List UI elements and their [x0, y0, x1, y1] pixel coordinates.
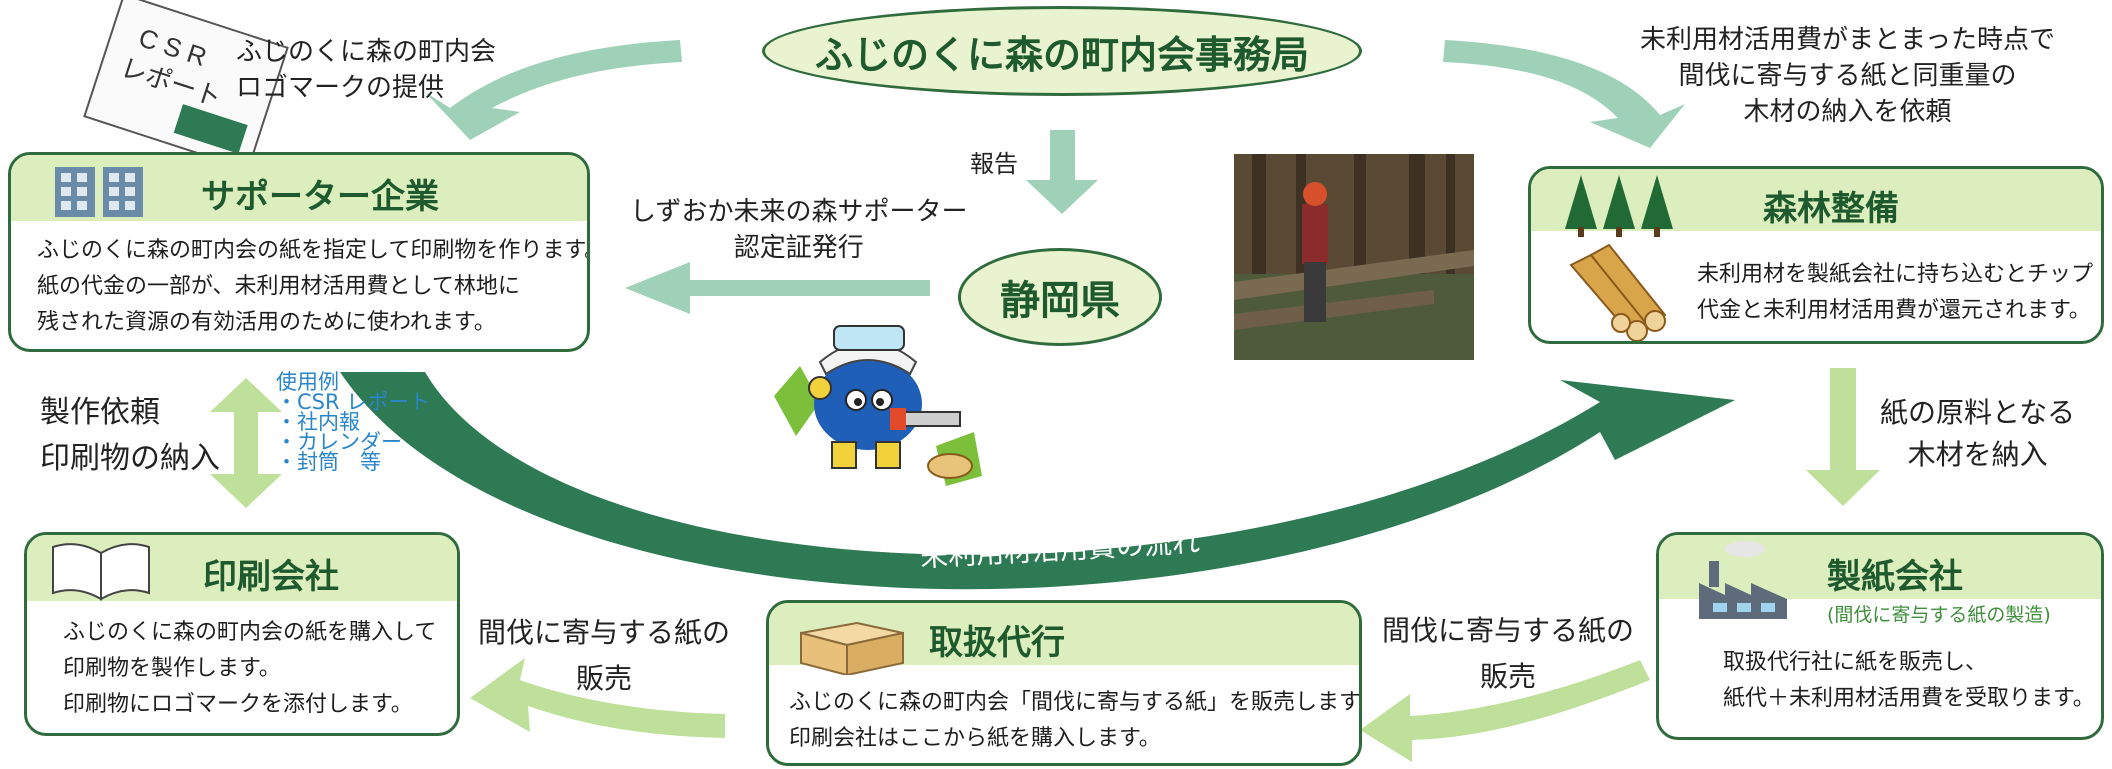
supporter-line: 残された資源の有効活用のために使われます。 — [37, 310, 496, 335]
agent-line: ふじのくに森の町内会「間伐に寄与する紙」を販売します。 — [789, 690, 1362, 715]
csr-logo-mark — [173, 104, 248, 154]
paper-mill-box: 製紙会社 (間伐に寄与する紙の製造) 取扱代行社に紙を販売し、 紙代＋未利用材活… — [1656, 532, 2104, 740]
request-line2: 間伐に寄与する紙と同重量の — [1678, 61, 2017, 91]
printer-box: 印刷会社 ふじのくに森の町内会の紙を購入して 印刷物を製作します。 印刷物にロゴ… — [24, 532, 460, 736]
supporter-box: サポーター企業 ふじのくに森の町内会の紙を指定して印刷物を作ります。 紙の代金の… — [8, 152, 590, 352]
flow-arc — [340, 372, 1735, 590]
arrow-report — [1026, 130, 1098, 214]
sale2-line1: 間伐に寄与する紙の — [1382, 614, 1635, 647]
csr-caption: ふじのくに森の町内会 ロゴマークの提供 — [236, 34, 496, 106]
sale-label-printer: 間伐に寄与する紙の 販売 — [478, 610, 730, 702]
logs-icon — [1569, 243, 1667, 341]
agent-text: ふじのくに森の町内会「間伐に寄与する紙」を販売します。 印刷会社はここから紙を購… — [789, 685, 1362, 757]
printer-text: ふじのくに森の町内会の紙を購入して 印刷物を製作します。 印刷物にロゴマークを添… — [63, 615, 436, 723]
usage-item: ・CSR レポート — [276, 390, 431, 414]
csr-caption-line2: ロゴマークの提供 — [236, 73, 445, 103]
agent-line: 印刷会社はここから紙を購入します。 — [789, 726, 1161, 751]
printer-line: 印刷物を製作します。 — [63, 656, 281, 681]
mascot-illustration — [774, 325, 982, 486]
usage-item: ・封筒 等 — [276, 450, 381, 474]
paper-mill-line: 紙代＋未利用材活用費を受取ります。 — [1723, 686, 2095, 711]
arrow-sale-agent — [1360, 660, 1650, 762]
supporter-text: ふじのくに森の町内会の紙を指定して印刷物を作ります。 紙の代金の一部が、未利用材… — [37, 233, 590, 341]
book-icon — [52, 543, 150, 601]
sale1-line2: 販売 — [576, 662, 633, 695]
prefecture-ellipse: 静岡県 — [958, 248, 1162, 346]
arrow-office-to-forest — [1443, 40, 1685, 148]
sale2-line2: 販売 — [1480, 660, 1537, 693]
report-label: 報告 — [970, 150, 1018, 178]
paper-mill-line: 取扱代行社に紙を販売し、 — [1723, 650, 1988, 675]
box-icon — [800, 621, 904, 675]
forest-photo — [1234, 154, 1474, 360]
raw-material-label: 紙の原料となる 木材を納入 — [1880, 392, 2075, 476]
order-line1: 製作依頼 — [40, 395, 160, 430]
paper-mill-text: 取扱代行社に紙を販売し、 紙代＋未利用材活用費を受取ります。 — [1723, 645, 2095, 717]
sale-label-agent: 間伐に寄与する紙の 販売 — [1382, 608, 1634, 700]
agent-box: 取扱代行 ふじのくに森の町内会「間伐に寄与する紙」を販売します。 印刷会社はここ… — [766, 600, 1362, 766]
arrow-office-to-supporter — [425, 40, 682, 140]
order-line2: 印刷物の納入 — [40, 441, 220, 476]
building-icon — [55, 167, 143, 217]
supporter-title: サポーター企業 — [201, 177, 439, 217]
arrow-sale-printer — [470, 658, 725, 738]
office-title: ふじのくに森の町内会事務局 — [814, 32, 1309, 77]
paper-mill-title: 製紙会社 — [1827, 557, 1963, 597]
raw-line1: 紙の原料となる — [1880, 396, 2076, 429]
supporter-line: 紙の代金の一部が、未利用材活用費として林地に — [37, 274, 520, 299]
request-line1: 未利用材活用費がまとまった時点で — [1640, 25, 2055, 55]
forest-line: 未利用材を製紙会社に持ち込むとチップ — [1697, 262, 2094, 287]
forest-line: 代金と未利用材活用費が還元されます。 — [1697, 298, 2091, 323]
request-label: 未利用材活用費がまとまった時点で 間伐に寄与する紙と同重量の 木材の納入を依頼 — [1640, 22, 2055, 130]
usage-heading: 使用例 — [276, 370, 339, 394]
usage-item: ・社内報 — [276, 410, 360, 434]
printer-line: ふじのくに森の町内会の紙を購入して — [63, 620, 437, 645]
order-label: 製作依頼 印刷物の納入 — [40, 390, 220, 482]
prefecture-title: 静岡県 — [1000, 278, 1120, 324]
cert-line2: 認定証発行 — [733, 233, 864, 263]
paper-mill-subtitle: (間伐に寄与する紙の製造) — [1827, 604, 2051, 626]
trees-icon — [1565, 175, 1673, 237]
arrow-raw-material — [1806, 368, 1880, 506]
cert-line1: しずおか未来の森サポーター — [630, 197, 968, 227]
raw-line2: 木材を納入 — [1907, 438, 2048, 471]
forest-box: 森林整備 未利用材を製紙会社に持ち込むとチップ 代金と未利用材活用費が還元されま… — [1528, 166, 2104, 344]
sale1-line1: 間伐に寄与する紙の — [478, 616, 731, 649]
forest-title: 森林整備 — [1763, 189, 1899, 229]
certification-label: しずおか未来の森サポーター 認定証発行 — [630, 194, 967, 266]
printer-title: 印刷会社 — [203, 557, 339, 597]
office-ellipse: ふじのくに森の町内会事務局 — [762, 6, 1362, 96]
factory-icon — [1699, 541, 1787, 619]
forest-text: 未利用材を製紙会社に持ち込むとチップ 代金と未利用材活用費が還元されます。 — [1697, 257, 2093, 329]
usage-item: ・カレンダー — [276, 430, 402, 454]
arrow-certification — [625, 262, 930, 314]
printer-line: 印刷物にロゴマークを添付します。 — [63, 692, 413, 717]
arrow-order-double — [210, 378, 282, 508]
request-line3: 木材の納入を依頼 — [1743, 97, 1952, 127]
agent-title: 取扱代行 — [929, 623, 1065, 663]
usage-list: 使用例 ・CSR レポート ・社内報 ・カレンダー ・封筒 等 — [276, 370, 431, 474]
supporter-line: ふじのくに森の町内会の紙を指定して印刷物を作ります。 — [37, 238, 590, 263]
csr-caption-line1: ふじのくに森の町内会 — [236, 37, 497, 67]
